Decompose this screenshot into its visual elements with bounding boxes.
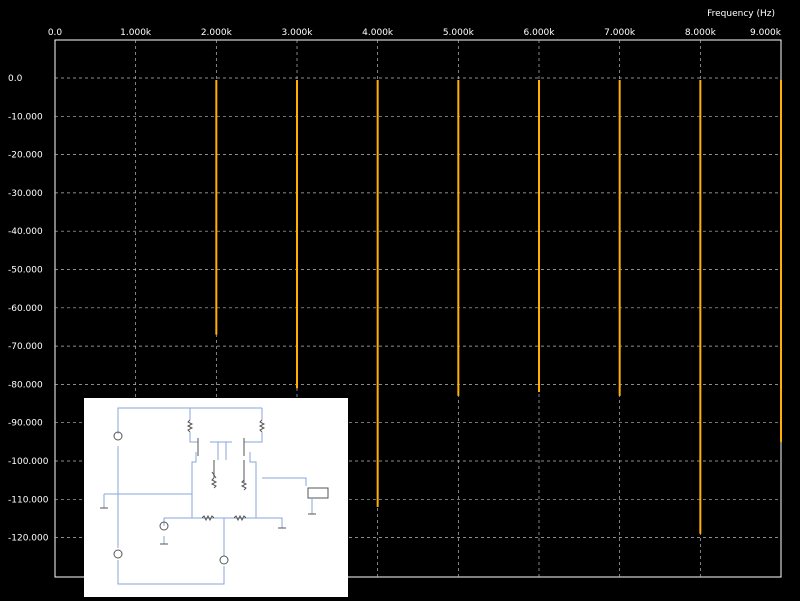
x-tick-label: 3.000k [282, 28, 314, 38]
x-tick-label: 2.000k [201, 28, 233, 38]
y-tick-label: -20.000 [8, 151, 43, 161]
x-tick-label: 1.000k [120, 28, 152, 38]
y-tick-label: -70.000 [8, 342, 43, 352]
x-tick-label: 7.000k [604, 28, 636, 38]
y-tick-label: -80.000 [8, 380, 43, 390]
y-tick-label: -90.000 [8, 419, 43, 429]
y-tick-label: -60.000 [8, 304, 43, 314]
y-tick-label: -110.000 [8, 495, 49, 505]
x-tick-label: 4.000k [362, 28, 394, 38]
x-tick-label: 9.000k [750, 28, 782, 38]
x-tick-label: 5.000k [443, 28, 475, 38]
spectral-lines [215, 80, 782, 534]
grid-lines [55, 40, 781, 577]
y-tick-label: -40.000 [8, 227, 43, 237]
y-tick-label: -30.000 [8, 189, 43, 199]
y-tick-label: 0.0 [8, 74, 23, 84]
circuit-schematic-inset [84, 398, 348, 597]
y-tick-label: -50.000 [8, 266, 43, 276]
x-tick-label: 0.0 [48, 28, 63, 38]
y-tick-label: -100.000 [8, 457, 49, 467]
x-tick-label: 8.000k [685, 28, 717, 38]
x-tick-labels: 0.0 1.000k 2.000k 3.000k 4.000k 5.000k 6.000k 7… [48, 28, 782, 38]
y-tick-labels: 0.0 -10.000 -20.000 -30.000 -40.000 -50.000 -6… [8, 74, 49, 544]
x-axis-label: Frequency (Hz) [707, 9, 775, 19]
y-tick-label: -10.000 [8, 112, 43, 122]
y-tick-label: -120.000 [8, 534, 49, 544]
x-tick-label: 6.000k [524, 28, 556, 38]
circuit-schematic [100, 407, 329, 585]
